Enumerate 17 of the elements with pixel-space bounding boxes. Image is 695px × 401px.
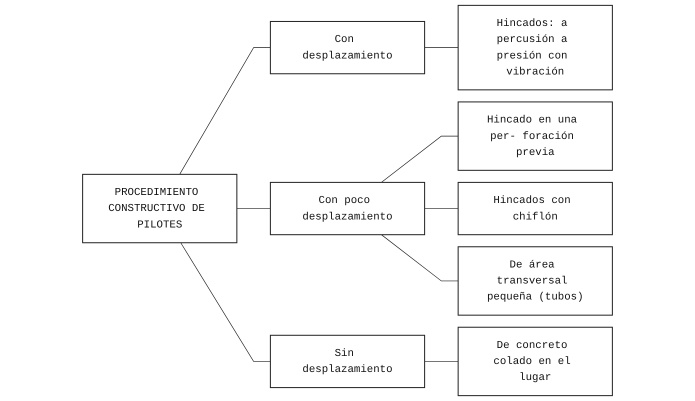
node-box: Con desplazamiento <box>270 20 426 74</box>
node-box: Con poco desplazamiento <box>270 182 426 236</box>
node-box: Hincados con chiflón <box>458 182 613 236</box>
connector <box>424 208 458 209</box>
connector <box>236 208 271 209</box>
node-box: De área transversal pequeña (tubos) <box>458 246 613 316</box>
node-box: Hincados: a percusión a presión con vibración <box>458 4 613 90</box>
node-box: De concreto colado en el lugar <box>458 326 613 396</box>
connector <box>180 242 271 362</box>
connector <box>381 136 458 183</box>
node-box: PROCEDIMIENTO CONSTRUCTIVO DE PILOTES <box>82 174 238 244</box>
node-box: Sin desplazamiento <box>270 334 426 388</box>
node-box: Hincado en una per- foración previa <box>458 101 613 171</box>
connector <box>424 47 458 48</box>
connector <box>179 47 271 175</box>
connector <box>424 361 458 362</box>
connector <box>381 234 458 282</box>
